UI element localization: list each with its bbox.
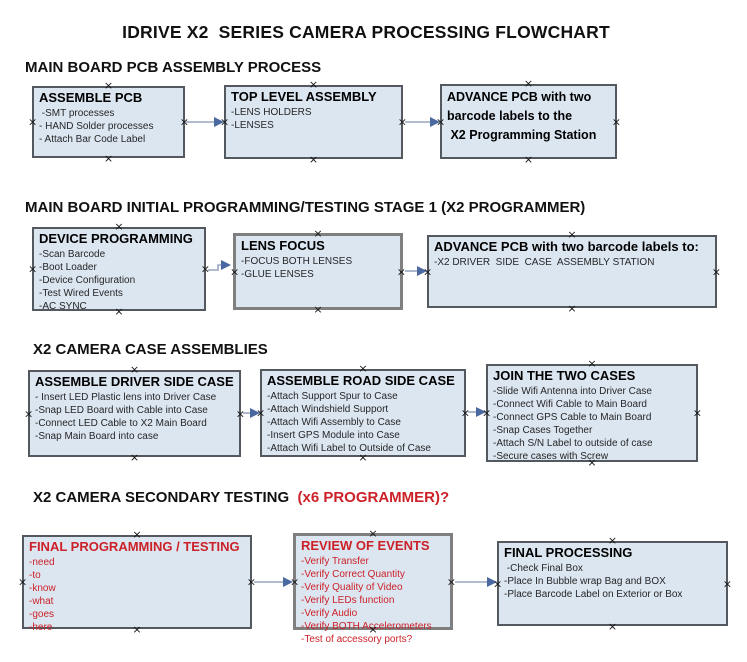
box-line: -Verify Correct Quantity: [301, 569, 405, 580]
box-line: -Verify Quality of Video: [301, 582, 403, 593]
box-line: -Attach Support Spur to Case: [267, 391, 398, 402]
box-line: -to: [29, 570, 41, 581]
box-line: -know: [29, 583, 56, 594]
section-header-suffix: (x6 PROGRAMMER)?: [293, 489, 450, 506]
box-line: -Snap LED Board with Cable into Case: [35, 405, 208, 416]
box-line: -Test of accessory ports?: [301, 634, 413, 645]
box-line: -here: [29, 622, 53, 633]
box-line: -LENS HOLDERS: [231, 107, 312, 118]
connector-arrow-8[interactable]: [455, 577, 497, 587]
box-line: -Verify LEDs function: [301, 595, 395, 606]
box-title: TOP LEVEL ASSEMBLY: [231, 89, 377, 104]
box-line: - HAND Solder processes: [39, 121, 154, 132]
flow-box-join-the-two-cases[interactable]: JOIN THE TWO CASES -Slide Wifi Antenna i…: [482, 358, 702, 468]
flow-box-lens-focus[interactable]: LENS FOCUS -FOCUS BOTH LENSES -GLUE LENS…: [230, 228, 406, 315]
connector-arrow-4[interactable]: [405, 266, 427, 276]
box-title: FINAL PROGRAMMING / TESTING: [29, 539, 240, 554]
box-title: ASSEMBLE DRIVER SIDE CASE: [35, 374, 234, 389]
box-line: -Verify Audio: [301, 608, 358, 619]
box-line: -X2 DRIVER SIDE CASE ASSEMBLY STATION: [434, 257, 655, 268]
box-line: -Attach Wifi Label to Outside of Case: [267, 443, 431, 454]
connector-arrow-6[interactable]: [468, 407, 486, 417]
section-header-pcb-assembly: MAIN BOARD PCB ASSEMBLY PROCESS: [25, 59, 321, 76]
flow-box-final-processing[interactable]: FINAL PROCESSING -Check Final Box -Place…: [493, 535, 732, 632]
flow-box-review-of-events[interactable]: REVIEW OF EVENTS -Verify Transfer -Verif…: [290, 528, 456, 645]
box-line: -Attach Wifi Assembly to Case: [267, 417, 401, 428]
box-title: LENS FOCUS: [241, 238, 325, 253]
flow-box-assemble-road-side-case[interactable]: ASSEMBLE ROAD SIDE CASE -Attach Support …: [256, 363, 470, 463]
flow-box-device-programming[interactable]: DEVICE PROGRAMMING -Scan Barcode -Boot L…: [28, 221, 210, 317]
box-line: -Verify Transfer: [301, 556, 369, 567]
connector-arrow-1[interactable]: [186, 117, 224, 127]
box-line: -Verify BOTH Accelerometers: [301, 621, 432, 632]
box-line: -goes: [29, 609, 55, 620]
section-header-text: MAIN BOARD PCB ASSEMBLY PROCESS: [25, 59, 322, 76]
box-line: -Snap Cases Together: [493, 425, 593, 436]
connector-arrow-3[interactable]: [208, 260, 231, 271]
box-line: -Scan Barcode: [39, 249, 106, 260]
box-title: DEVICE PROGRAMMING: [39, 231, 193, 246]
box-line: -Boot Loader: [39, 262, 97, 273]
box-line: -Insert GPS Module into Case: [267, 430, 400, 441]
connector-arrow-5[interactable]: [243, 408, 260, 418]
section-header-initial-programming: MAIN BOARD INITIAL PROGRAMMING/TESTING S…: [25, 199, 585, 216]
box-line: -SMT processes: [39, 108, 115, 119]
box-line: -Connect LED Cable to X2 Main Board: [35, 418, 207, 429]
connector-arrow-2[interactable]: [405, 117, 440, 127]
flow-box-advance-pcb-to-programming-station[interactable]: ADVANCE PCB with two barcode labels to t…: [436, 78, 621, 165]
box-line: -Snap Main Board into case: [35, 431, 159, 442]
box-line: -AC SYNC: [39, 301, 87, 312]
box-line: -Place In Bubble wrap Bag and BOX: [504, 576, 666, 587]
box-line: - Attach Bar Code Label: [39, 134, 146, 145]
box-title: REVIEW OF EVENTS: [301, 538, 430, 553]
box-title: ASSEMBLE ROAD SIDE CASE: [267, 373, 455, 388]
section-header-text: X2 CAMERA CASE ASSEMBLIES: [33, 341, 268, 358]
connector-arrow-7[interactable]: [254, 577, 293, 587]
box-line: - Insert LED Plastic lens into Driver Ca…: [35, 392, 217, 403]
box-line: -FOCUS BOTH LENSES: [241, 256, 353, 267]
box-line: barcode labels to the: [447, 109, 573, 123]
box-line: -Connect GPS Cable to Main Board: [493, 412, 652, 423]
flow-box-final-programming-testing[interactable]: FINAL PROGRAMMING / TESTING -need -to -k…: [18, 529, 256, 635]
flow-box-advance-pcb-to-driver-case-station[interactable]: ADVANCE PCB with two barcode labels to: …: [423, 229, 721, 314]
section-header-secondary-testing: X2 CAMERA SECONDARY TESTING (x6 PROGRAMM…: [33, 489, 449, 506]
box-line: -LENSES: [231, 120, 274, 131]
box-line: -Place Barcode Label on Exterior or Box: [504, 589, 683, 600]
flow-box-assemble-pcb[interactable]: ASSEMBLE PCB -SMT processes - HAND Solde…: [28, 80, 189, 164]
flow-box-assemble-driver-side-case[interactable]: ASSEMBLE DRIVER SIDE CASE - Insert LED P…: [24, 364, 245, 463]
box-line: -Check Final Box: [504, 563, 583, 574]
box-title: FINAL PROCESSING: [504, 545, 633, 560]
box-line: -Slide Wifi Antenna into Driver Case: [493, 386, 652, 397]
box-title: ADVANCE PCB with two: [447, 90, 592, 104]
box-title: ADVANCE PCB with two barcode labels to:: [434, 239, 699, 254]
box-line: -need: [29, 557, 55, 568]
box-line: -GLUE LENSES: [241, 269, 314, 280]
box-line: -Connect Wifi Cable to Main Board: [493, 399, 647, 410]
box-title: JOIN THE TWO CASES: [493, 368, 636, 383]
box-line: -Test Wired Events: [39, 288, 123, 299]
flowchart-title: IDRIVE X2 SERIES CAMERA PROCESSING FLOWC…: [122, 22, 610, 42]
flow-box-top-level-assembly[interactable]: TOP LEVEL ASSEMBLY -LENS HOLDERS -LENSES…: [220, 79, 407, 165]
box-title: ASSEMBLE PCB: [39, 90, 143, 105]
box-line: -Secure cases with Screw: [493, 451, 609, 462]
box-line: -Device Configuration: [39, 275, 136, 286]
section-header-text: MAIN BOARD INITIAL PROGRAMMING/TESTING S…: [25, 199, 586, 216]
box-line: X2 Programming Station: [447, 128, 597, 142]
section-header-text: X2 CAMERA SECONDARY TESTING: [33, 489, 294, 506]
box-line: -what: [29, 596, 54, 607]
box-line: -Attach S/N Label to outside of case: [493, 438, 653, 449]
section-header-case-assemblies: X2 CAMERA CASE ASSEMBLIES: [33, 341, 268, 358]
box-line: -Attach Windshield Support: [267, 404, 389, 415]
